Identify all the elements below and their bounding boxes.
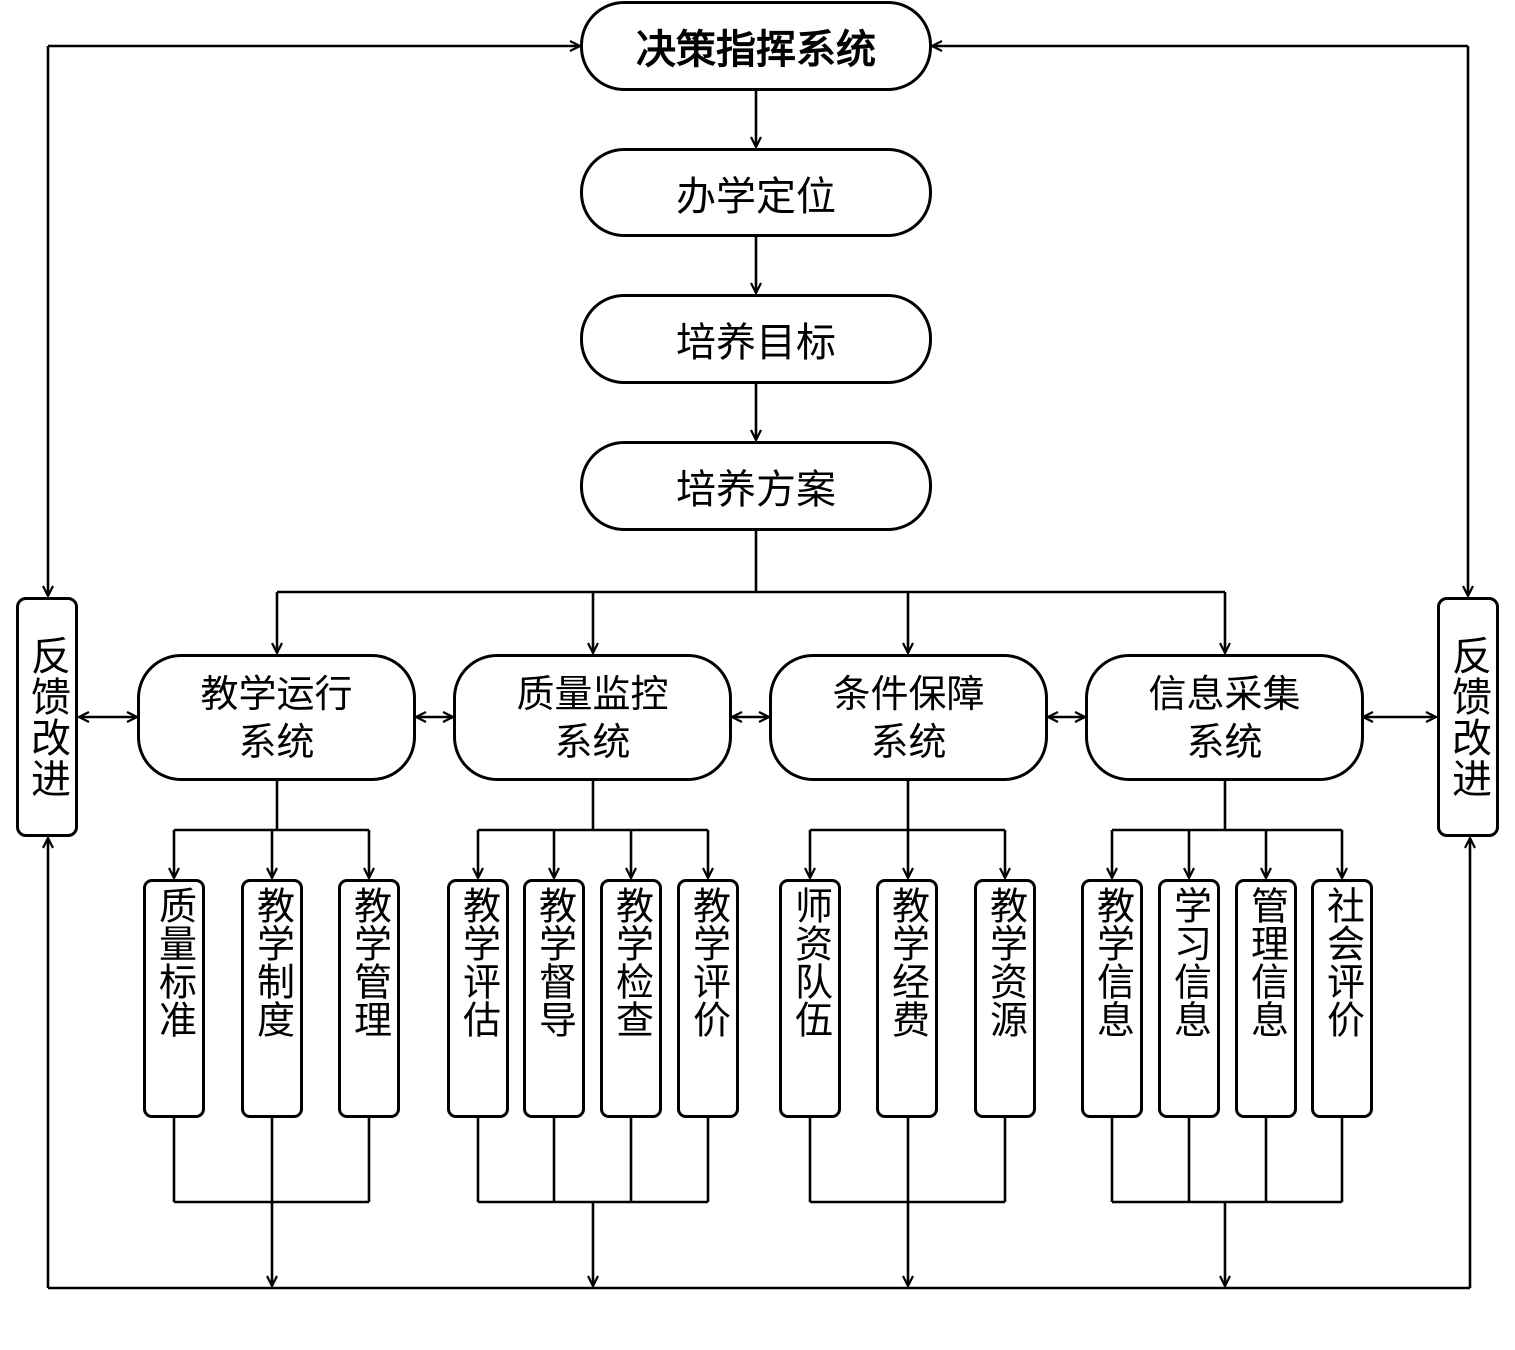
decision-command-node: 决策指挥系统 — [580, 1, 932, 91]
collector-group-1 — [172, 1117, 371, 1286]
feedback-right-node: 反馈改进 — [1437, 597, 1499, 837]
sub-node-2-2: 教学督导 — [523, 879, 585, 1118]
system-node-2: 质量监控系统 — [453, 654, 732, 781]
collector-group-2 — [476, 1117, 710, 1286]
sub-node-2-4: 教学评价 — [677, 879, 739, 1118]
sub-node-1-1: 质量标准 — [143, 879, 205, 1118]
system-node-1: 教学运行系统 — [137, 654, 416, 781]
sub-node-3-1: 师资队伍 — [779, 879, 841, 1118]
branch-system-3 — [810, 780, 1005, 878]
sub-node-1-2: 教学制度 — [241, 879, 303, 1118]
collector-group-3 — [808, 1117, 1007, 1286]
branch-system-1 — [174, 780, 369, 878]
sub-node-3-3: 教学资源 — [974, 879, 1036, 1118]
chain-node-1: 办学定位 — [580, 148, 932, 237]
sub-node-4-4: 社会评价 — [1311, 879, 1373, 1118]
system-node-3: 条件保障系统 — [769, 654, 1048, 781]
sub-node-3-2: 教学经费 — [876, 879, 938, 1118]
sub-node-4-1: 教学信息 — [1081, 879, 1143, 1118]
sub-node-4-2: 学习信息 — [1158, 879, 1220, 1118]
sub-node-2-1: 教学评估 — [447, 879, 509, 1118]
chain-node-3: 培养方案 — [580, 441, 932, 531]
sub-node-4-3: 管理信息 — [1235, 879, 1297, 1118]
branch-system-2 — [478, 780, 708, 878]
feedback-left-node: 反馈改进 — [16, 597, 78, 837]
branch-system-4 — [1112, 780, 1342, 878]
system-node-4: 信息采集系统 — [1085, 654, 1364, 781]
chain-node-2: 培养目标 — [580, 294, 932, 384]
sub-node-2-3: 教学检查 — [600, 879, 662, 1118]
collector-group-4 — [1110, 1117, 1344, 1286]
sub-node-1-3: 教学管理 — [338, 879, 400, 1118]
